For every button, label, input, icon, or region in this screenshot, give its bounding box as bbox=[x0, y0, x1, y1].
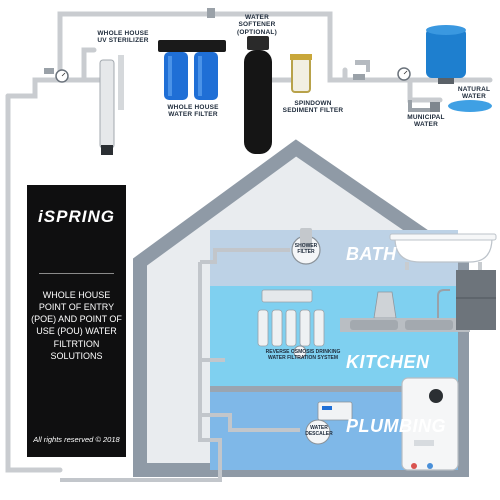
whole-house-water-filter bbox=[158, 40, 226, 100]
shower-filter-label: SHOWER FILTER bbox=[294, 243, 318, 255]
bath-room-label: BATH bbox=[346, 244, 397, 264]
uv-sterilizer-label: WHOLE HOUSE UV STERILIZER bbox=[97, 30, 149, 45]
uv-sterilizer bbox=[99, 55, 124, 155]
water-softener bbox=[244, 36, 272, 154]
water-heater-icon bbox=[401, 377, 459, 471]
water-descaler-label: WATER DESCALER bbox=[305, 425, 333, 437]
brand-description: WHOLE HOUSE POINT OF ENTRY (POE) AND POI… bbox=[31, 290, 122, 361]
ro-system-icon bbox=[257, 289, 325, 359]
divider bbox=[39, 273, 114, 274]
faucet-top-right bbox=[355, 60, 370, 72]
kitchen-appliances bbox=[340, 270, 496, 332]
spindown-sediment-filter bbox=[290, 54, 312, 93]
pressure-tank bbox=[426, 25, 466, 84]
whole-house-filter-label: WHOLE HOUSE WATER FILTER bbox=[167, 104, 219, 119]
spindown-filter-label: SPINDOWN SEDIMENT FILTER bbox=[282, 100, 344, 115]
municipal-water-icon bbox=[408, 100, 440, 112]
pressure-gauge-right bbox=[397, 67, 411, 81]
brand-panel: iSPRING WHOLE HOUSE POINT OF ENTRY (POE)… bbox=[27, 185, 126, 457]
valves bbox=[44, 8, 365, 80]
copyright-text: All rights reserved © 2018 bbox=[33, 435, 120, 444]
municipal-water-label: MUNICIPAL WATER bbox=[407, 114, 445, 129]
house-pipes bbox=[60, 248, 300, 482]
water-softener-label: WATER SOFTENER (OPTIONAL) bbox=[237, 14, 277, 36]
natural-water-icon bbox=[448, 100, 492, 112]
kitchen-band bbox=[210, 286, 458, 390]
kitchen-room-label: KITCHEN bbox=[346, 352, 430, 372]
water-descaler-icon bbox=[305, 401, 353, 445]
natural-water-label: NATURAL WATER bbox=[457, 86, 491, 101]
shower-filter-icon bbox=[291, 228, 321, 265]
bathtub-icon bbox=[389, 233, 497, 270]
ro-system-label: REVERSE OSMOSIS DRINKING WATER FILTRATIO… bbox=[265, 349, 341, 361]
plumbing-room-label: PLUMBING bbox=[346, 416, 446, 436]
pressure-gauge-left bbox=[55, 69, 69, 83]
brand-logo: iSPRING bbox=[38, 207, 115, 226]
